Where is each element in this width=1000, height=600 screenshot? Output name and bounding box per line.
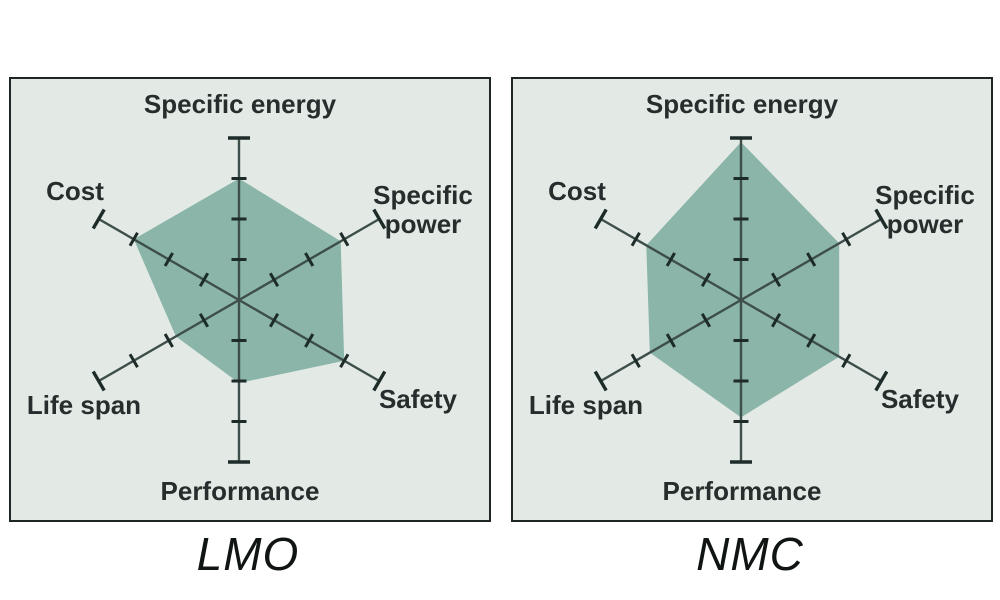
caption-lmo: LMO xyxy=(196,528,300,580)
axis-label-life-span: Life span xyxy=(26,390,142,420)
axis-label-cost: Cost xyxy=(548,176,606,206)
axis-label-life-span: Life span xyxy=(528,390,644,420)
axis-label-safety: Safety xyxy=(378,384,458,414)
axis-label-safety: Safety xyxy=(880,384,960,414)
axis-label-specific-energy: Specific energy xyxy=(143,89,337,119)
axis-label-performance: Performance xyxy=(662,476,822,506)
axis-label-specific-power: Specific power xyxy=(373,180,473,240)
radar-chart-nmc xyxy=(593,136,889,464)
axis-label-performance: Performance xyxy=(160,476,320,506)
caption-nmc: NMC xyxy=(696,528,804,580)
radar-panel-nmc: Specific energy Specific power Safety Pe… xyxy=(511,77,993,522)
radar-chart-lmo xyxy=(91,136,387,464)
radar-panel-lmo: Specific energy Specific power Safety Pe… xyxy=(9,77,491,522)
axis-label-cost: Cost xyxy=(46,176,104,206)
axis-label-specific-energy: Specific energy xyxy=(645,89,839,119)
axis-label-specific-power: Specific power xyxy=(875,180,975,240)
